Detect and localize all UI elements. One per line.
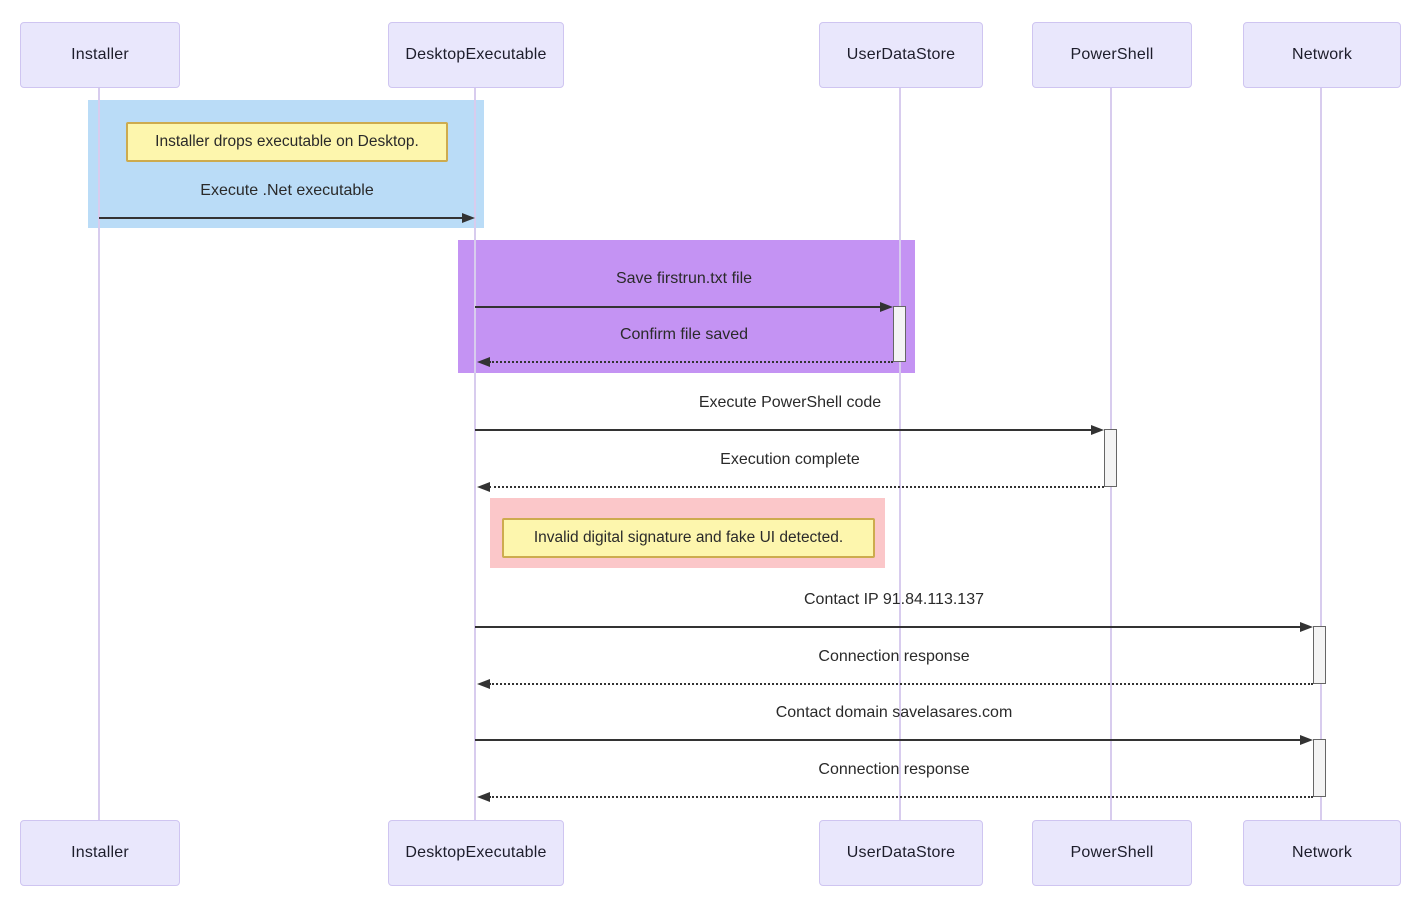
message-line-save-firstrun [475,306,882,308]
lifeline-installer [98,88,100,820]
actor-top-installer: Installer [20,22,180,88]
message-line-contact-domain [475,739,1302,741]
note-invalid-signature: Invalid digital signature and fake UI de… [502,518,875,558]
activation-network-1 [1313,626,1326,684]
actor-top-powershell: PowerShell [1032,22,1192,88]
lifeline-user-data-store [899,88,901,820]
lifeline-network [1320,88,1322,820]
arrowhead-left-icon [477,679,490,689]
arrowhead-right-icon [462,213,475,223]
highlight-rect-blue [88,100,484,228]
lifeline-desktop-executable [474,88,476,820]
actor-bottom-powershell: PowerShell [1032,820,1192,886]
arrowhead-left-icon [477,792,490,802]
message-line-confirm-file-saved [489,361,893,363]
activation-network-2 [1313,739,1326,797]
note-installer-drops-executable: Installer drops executable on Desktop. [126,122,448,162]
message-label-confirm-file-saved: Confirm file saved [619,326,749,343]
arrowhead-right-icon [880,302,893,312]
message-label-execution-complete: Execution complete [720,451,860,468]
message-line-contact-ip [475,626,1302,628]
arrowhead-right-icon [1300,735,1313,745]
message-label-execute-powershell: Execute PowerShell code [698,394,882,411]
arrowhead-right-icon [1300,622,1313,632]
actor-bottom-user-data-store: UserDataStore [819,820,983,886]
activation-powershell [1104,429,1117,487]
actor-bottom-installer: Installer [20,820,180,886]
message-line-connection-response-2 [489,796,1313,798]
message-label-contact-domain: Contact domain savelasares.com [775,704,1013,721]
activation-user-data-store [893,306,906,362]
arrowhead-right-icon [1091,425,1104,435]
message-line-execute-powershell [475,429,1093,431]
message-label-connection-response-2: Connection response [818,761,970,778]
message-line-connection-response-1 [489,683,1313,685]
message-line-execute-net-executable [99,217,463,219]
arrowhead-left-icon [477,357,490,367]
actor-top-network: Network [1243,22,1401,88]
actor-top-user-data-store: UserDataStore [819,22,983,88]
actor-bottom-network: Network [1243,820,1401,886]
message-label-connection-response-1: Connection response [818,648,970,665]
message-line-execution-complete [489,486,1104,488]
message-label-contact-ip: Contact IP 91.84.113.137 [804,591,984,608]
message-label-save-firstrun: Save firstrun.txt file [615,270,753,287]
arrowhead-left-icon [477,482,490,492]
actor-bottom-desktop-executable: DesktopExecutable [388,820,564,886]
actor-top-desktop-executable: DesktopExecutable [388,22,564,88]
message-label-execute-net-executable: Execute .Net executable [200,182,374,199]
